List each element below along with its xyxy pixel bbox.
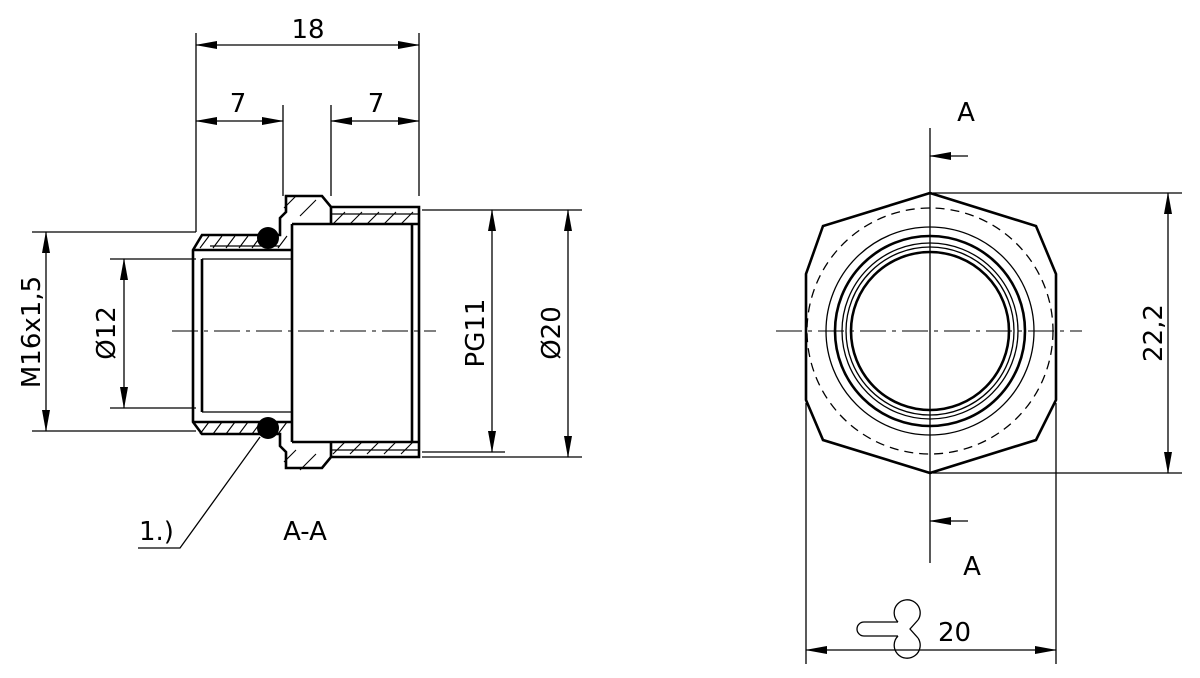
- callout-oring-label: 1.): [139, 517, 174, 547]
- wrench-icon: [856, 599, 921, 659]
- thread-hatching: [199, 195, 414, 471]
- end-view: A A 22,2 20: [776, 98, 1182, 664]
- oring-top: [257, 227, 279, 249]
- section-marker-top: A: [957, 98, 975, 128]
- section-marker-bottom: A: [963, 552, 981, 582]
- section-view: 18 7 7 M16x1,5 Ø12 PG11 Ø20 1.) A-A: [17, 15, 582, 549]
- oring-bottom: [257, 417, 279, 439]
- section-outline: [191, 194, 421, 470]
- dim-text-m16: M16x1,5: [17, 276, 47, 388]
- dim-text-20: 20: [938, 618, 971, 648]
- section-label: A-A: [283, 517, 327, 547]
- dim-text-7-left: 7: [230, 89, 247, 119]
- dim-text-7-right: 7: [368, 89, 385, 119]
- dim-text-pg11: PG11: [461, 299, 491, 368]
- dim-text-d20: Ø20: [537, 306, 567, 360]
- dim-text-18: 18: [291, 15, 324, 45]
- dim-text-d12: Ø12: [92, 306, 122, 360]
- dim-text-22-2: 22,2: [1139, 304, 1169, 362]
- callout-leader: [138, 436, 261, 549]
